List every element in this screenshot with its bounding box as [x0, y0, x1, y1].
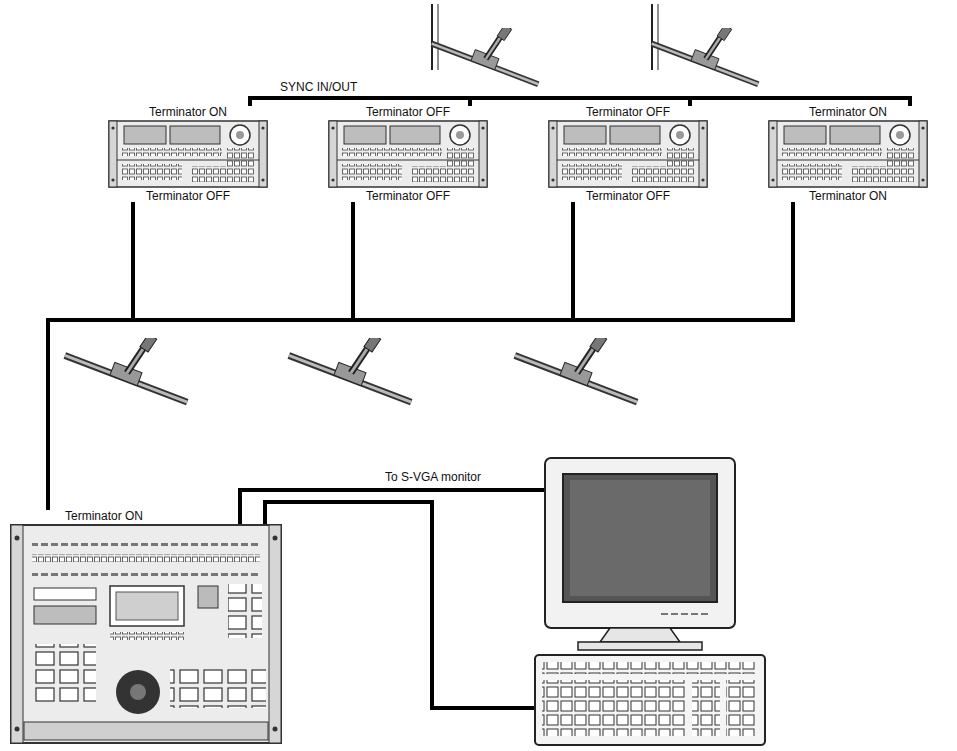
sync-unit: Terminator OFF Terminator OFF: [548, 104, 708, 204]
bnc-tee: [515, 334, 637, 402]
rack-unit-drawing: [328, 120, 488, 188]
sync-unit: Terminator ON Terminator ON: [768, 104, 928, 204]
keyboard: [535, 655, 765, 745]
rack-unit-drawing: [10, 524, 282, 744]
monitor: [545, 458, 735, 650]
sync-cable: [250, 98, 470, 104]
sync-unit: Terminator ON Terminator OFF: [108, 104, 268, 204]
sync-cable: [690, 98, 910, 104]
bnc-tee: [65, 334, 187, 402]
monitor-cable: [240, 490, 545, 524]
terminator-label: Terminator OFF: [108, 188, 268, 204]
terminator-label: Terminator ON: [10, 508, 282, 524]
sync-cable: [133, 204, 353, 320]
rack-unit-drawing: [768, 120, 928, 188]
keyboard-cable: [265, 502, 535, 708]
sync-cable: [573, 204, 793, 320]
terminator-label: Terminator ON: [768, 188, 928, 204]
rack-unit-drawing: [548, 120, 708, 188]
wall: [432, 4, 652, 70]
terminator-label: Terminator OFF: [548, 188, 708, 204]
cable-note: To S-VGA monitor: [383, 470, 483, 484]
rack-unit-drawing: [108, 120, 268, 188]
terminator-label: Terminator OFF: [328, 188, 488, 204]
terminator-label: Terminator OFF: [548, 104, 708, 120]
signal-name: SYNC IN/OUT: [278, 80, 359, 94]
sync-cable: [470, 98, 690, 104]
terminator-label: Terminator ON: [768, 104, 928, 120]
terminator-label: Terminator ON: [108, 104, 268, 120]
bnc-tee: [289, 334, 411, 402]
bnc-tee: [432, 25, 539, 85]
sync-cable: [48, 204, 133, 508]
sync-unit: Terminator OFF Terminator OFF: [328, 104, 488, 204]
master-unit: Terminator ON: [10, 508, 282, 744]
bnc-tee: [652, 25, 759, 85]
terminator-label: Terminator OFF: [328, 104, 488, 120]
sync-cable: [353, 204, 573, 320]
